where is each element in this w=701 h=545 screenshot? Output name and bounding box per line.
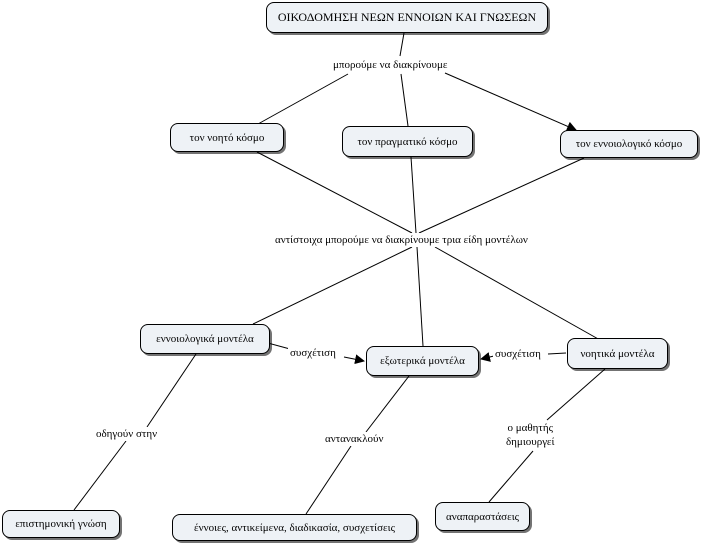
node-root[interactable]: ΟΙΚΟΔΟΜΗΣΗ ΝΕΩΝ ΕΝΝΟΙΩΝ ΚΑΙ ΓΝΩΣΕΩΝ	[266, 2, 548, 33]
label-tria-eidi: αντίστοιχα μπορούμε να διακρίνουμε τρια …	[273, 233, 530, 247]
label-odigoun: οδηγούν στην	[94, 427, 160, 441]
link-antanaklon-to-ennoies	[305, 445, 352, 515]
link-ennoiologikos-to-label2	[418, 157, 585, 234]
node-ennoies[interactable]: έννοιες, αντικείμενα, διαδικασία, συσχετ…	[172, 514, 417, 541]
node-exoterika-montela[interactable]: εξωτερικά μοντέλα	[366, 346, 479, 376]
link-label-to-ennoiologikos	[444, 72, 577, 131]
link-exoterika-to-antanaklon	[365, 375, 410, 433]
link-noetika-to-mathitis	[546, 368, 606, 421]
label-mathitis-line1: ο μαθητής	[507, 422, 553, 434]
link-mathitis-to-anaparastaseis	[488, 450, 534, 503]
link-label2-to-noetika	[434, 246, 601, 341]
link-label2-to-exoterika	[416, 246, 424, 347]
link-ennoiologika-to-odigoun	[146, 353, 197, 428]
node-ennoiologika-montela[interactable]: εννοιολογικά μοντέλα	[140, 324, 270, 354]
label-mathitis-line2: δημιουργεί	[506, 436, 555, 448]
link-odigoun-to-epistimoniki	[73, 440, 127, 511]
link-root-to-label	[399, 32, 405, 57]
link-label-to-pragmatikos	[400, 73, 409, 127]
node-noetika-montela[interactable]: νοητικά μοντέλα	[567, 338, 668, 369]
link-sysxetisi-to-exoterika	[343, 354, 365, 365]
label-mathitis: ο μαθητής δημιουργεί	[504, 421, 557, 449]
label-sysxetisi-right: συσχέτιση	[493, 347, 543, 361]
link-noetika-to-sysxetisi	[547, 352, 567, 355]
node-epistimoniki-gnosi[interactable]: επιστημονική γνώση	[2, 510, 120, 538]
node-ennoiologikos-kosmos[interactable]: τον εννοιολογικό κόσμο	[560, 130, 698, 158]
link-sysxetisi-to-exoterika-right	[480, 352, 495, 362]
link-label-to-noetos	[257, 73, 349, 125]
label-antanaklon: αντανακλούν	[323, 432, 386, 446]
link-noetos-to-label2	[256, 151, 413, 234]
node-pragmatikos-kosmos[interactable]: τον πραγματικό κόσμο	[342, 126, 473, 157]
node-noetos-kosmos[interactable]: τον νοητό κόσμο	[170, 123, 284, 152]
link-label2-to-ennoiologika	[252, 246, 413, 325]
node-anaparastaseis[interactable]: αναπαραστάσεις	[435, 502, 530, 531]
link-pragmatikos-to-label2	[410, 156, 417, 234]
label-sysxetisi-left: συσχέτιση	[288, 346, 338, 360]
label-diakrinoume: μπορούμε να διακρίνουμε	[331, 58, 450, 72]
